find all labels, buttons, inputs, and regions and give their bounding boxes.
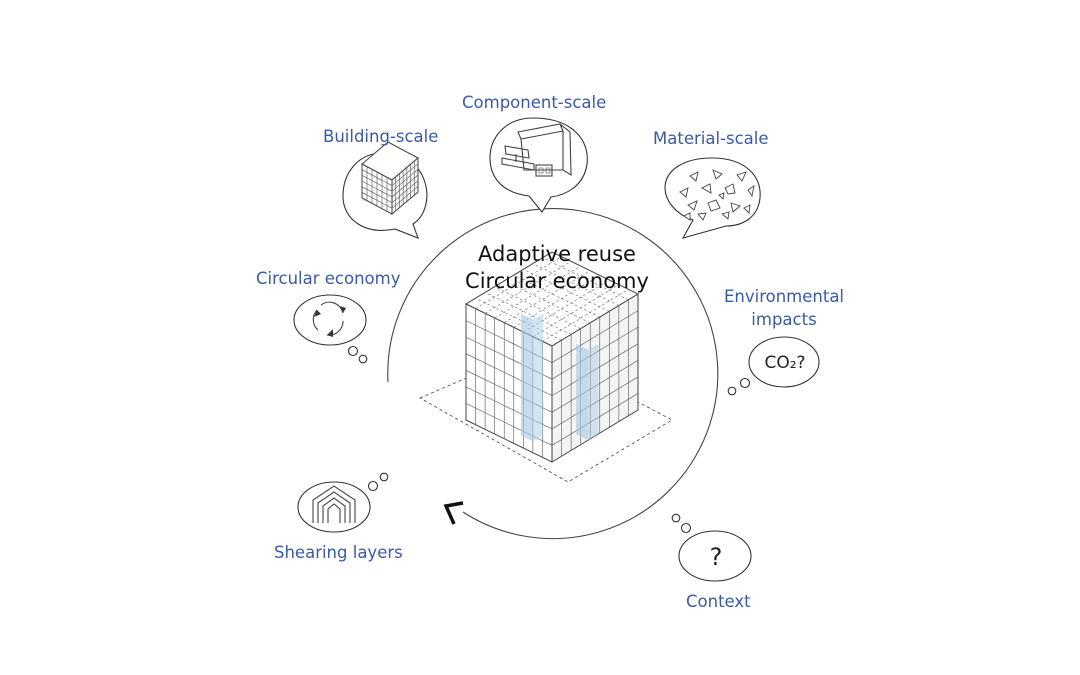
- atrium-highlight: [521, 313, 534, 442]
- center-title-line2: Circular economy: [465, 269, 649, 293]
- question-icon: ?: [710, 543, 723, 571]
- central-building: [464, 251, 640, 463]
- label-context: Context: [686, 592, 751, 611]
- atrium-highlight: [588, 343, 599, 441]
- building-icon: [361, 141, 419, 216]
- label-environmental-line1: Environmental: [723, 287, 845, 306]
- center-title: Adaptive reuse Circular economy: [407, 241, 707, 295]
- atrium-highlight: [533, 313, 544, 442]
- shearing-layers-bubble: [297, 472, 389, 533]
- label-building-scale: Building-scale: [323, 127, 439, 146]
- material-scale-bubble: [664, 157, 761, 239]
- cycle-arrow-icon: [443, 501, 464, 525]
- label-shearing-layers: Shearing layers: [274, 543, 403, 562]
- center-title-line1: Adaptive reuse: [478, 242, 636, 266]
- component-beams-icon: [501, 123, 572, 177]
- label-environmental-line2: impacts: [751, 310, 817, 329]
- co2-icon: CO₂?: [764, 353, 805, 373]
- component-scale-bubble: [489, 117, 588, 213]
- central-cycle-arc: [387, 208, 719, 540]
- atrium-highlight: [576, 343, 589, 441]
- material-aggregate-icon: [679, 169, 755, 221]
- context-bubble: ?: [671, 513, 752, 582]
- label-environmental-impacts: Environmental impacts: [722, 285, 846, 331]
- label-circular-economy: Circular economy: [256, 269, 401, 288]
- label-material-scale: Material-scale: [653, 129, 769, 148]
- environmental-impacts-bubble: CO₂?: [727, 336, 820, 396]
- circular-economy-bubble: [293, 294, 368, 364]
- nested-house-layers-icon: [312, 485, 356, 523]
- building-scale-bubble: [342, 141, 428, 239]
- recycle-arrows-icon: [312, 301, 346, 337]
- label-component-scale: Component-scale: [462, 93, 607, 112]
